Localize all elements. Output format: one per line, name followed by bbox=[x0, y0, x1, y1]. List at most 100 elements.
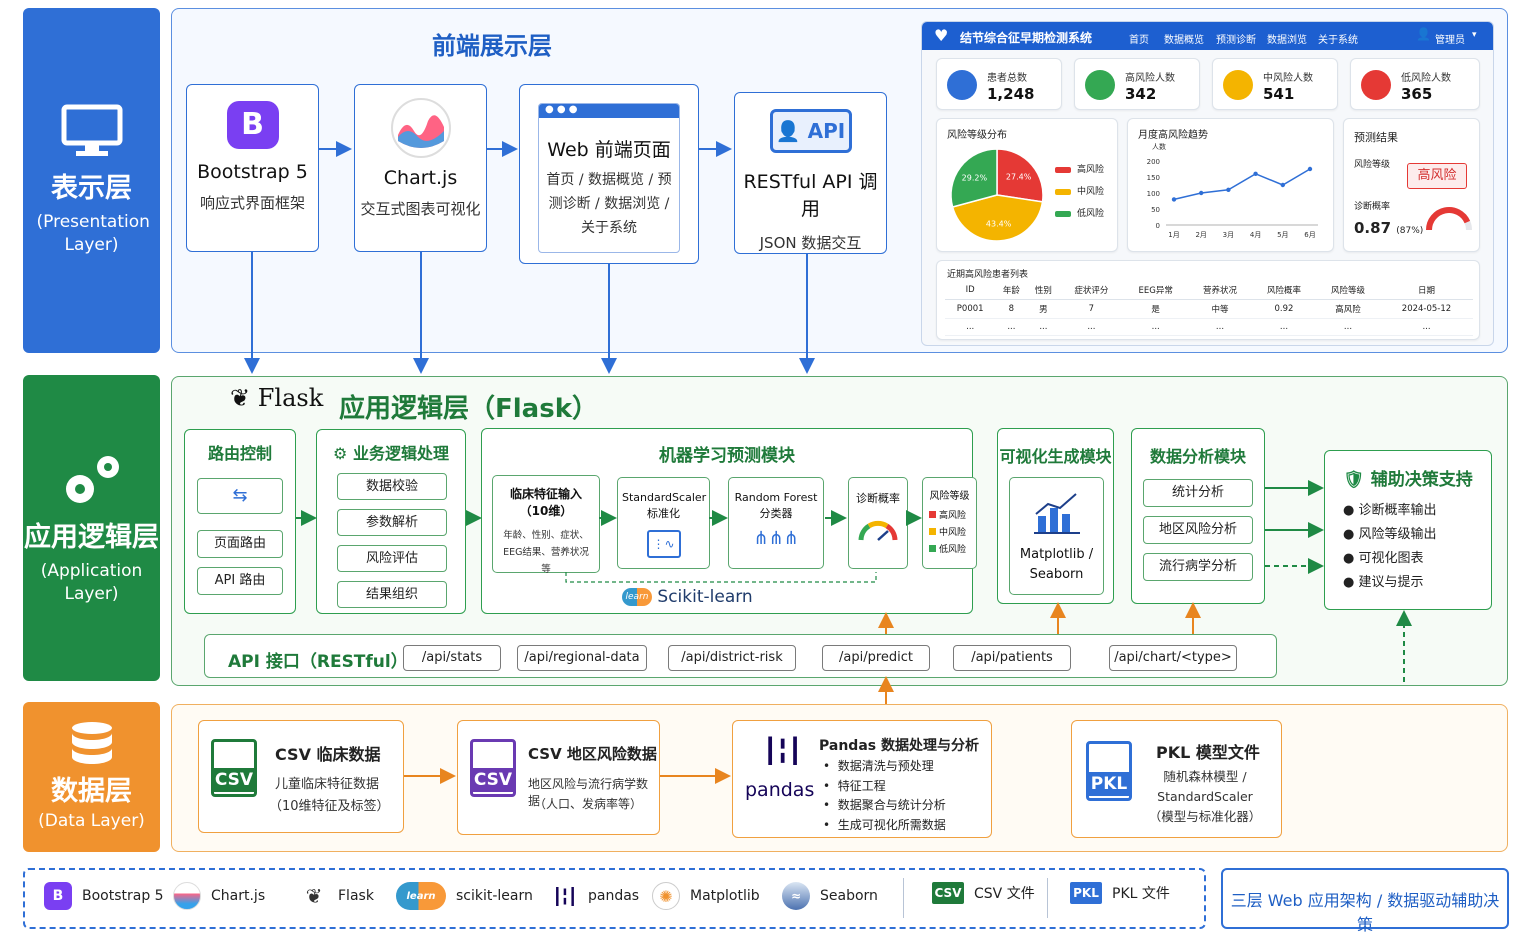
pie-chart: 27.4%43.4%29.2% bbox=[950, 148, 1044, 242]
table-header-cell: 风险等级 bbox=[1315, 281, 1380, 300]
nav-overview[interactable]: 数据概览 bbox=[1164, 35, 1204, 46]
api-endpoint-district: /api/district-risk bbox=[668, 645, 796, 671]
pandas-icon: ┃╏┃ bbox=[550, 882, 578, 910]
pandas-item: • 生成可视化所需数据 bbox=[823, 817, 946, 832]
tech-label: CSV 文件 bbox=[974, 886, 1035, 902]
stat-card-low: 低风险人数 365 bbox=[1350, 58, 1480, 110]
pie-slice-label: 29.2% bbox=[962, 174, 988, 183]
table-cell: ... bbox=[1187, 318, 1252, 336]
legend-label: 低风险 bbox=[1077, 209, 1105, 219]
flask-logo-text: Flask bbox=[257, 384, 324, 412]
csv-icon: CSV bbox=[932, 882, 964, 904]
ml-input-box: 临床特征输入（10维） 年龄、性别、症状、EEG结果、营养状况等 bbox=[492, 475, 600, 575]
table-cell: 8 bbox=[995, 299, 1028, 319]
decision-item-text: 风险等级输出 bbox=[1358, 527, 1437, 542]
tech-label: Seaborn bbox=[820, 888, 878, 904]
legend-item: 高风险 bbox=[1055, 159, 1104, 181]
routing-title: 路由控制 bbox=[207, 444, 272, 463]
gauge-icon bbox=[1426, 207, 1472, 231]
flask-logo: ❦ Flask bbox=[230, 384, 323, 412]
prob-number: 0.87 bbox=[1354, 219, 1392, 237]
table-header-cell: 性别 bbox=[1027, 281, 1060, 300]
pkl-sub3: （模型与标准化器） bbox=[1148, 809, 1262, 824]
x-tick-label: 2月 bbox=[1195, 231, 1206, 239]
risk-low-label: 低风险 bbox=[939, 545, 967, 555]
series-line bbox=[1173, 168, 1311, 201]
patients-icon bbox=[947, 70, 977, 100]
decision-title-text: 辅助决策支持 bbox=[1370, 470, 1473, 490]
prob-label: 诊断概率 bbox=[1354, 202, 1391, 212]
table-cell: 男 bbox=[1027, 299, 1060, 319]
application-layer-subtitle: (Application Layer) bbox=[40, 560, 143, 604]
web-frontend-title: Web 前端页面 bbox=[547, 139, 671, 161]
result-title: 预测结果 bbox=[1354, 131, 1398, 144]
dashboard-app-title: 结节综合征早期检测系统 bbox=[960, 31, 1093, 45]
dashboard-mockup: ♥ 结节综合征早期检测系统 首页 数据概览 预测诊断 数据浏览 关于系统 👤 管… bbox=[921, 21, 1494, 346]
x-tick-label: 4月 bbox=[1250, 231, 1261, 239]
nav-predict[interactable]: 预测诊断 bbox=[1216, 35, 1256, 46]
decision-item: ● 诊断概率输出 bbox=[1343, 503, 1437, 518]
presentation-layer-title: 表示层 bbox=[51, 173, 132, 204]
prob-value: 0.87 (87%) bbox=[1354, 219, 1423, 237]
risk-level-box: 风险等级 高风险 中风险 低风险 bbox=[922, 477, 977, 569]
decision-title: 🛡 辅助决策支持 bbox=[1325, 465, 1491, 490]
prob-percent: (87%) bbox=[1396, 226, 1424, 236]
table-header-cell: ID bbox=[945, 281, 996, 300]
table-cell: 高风险 bbox=[1315, 299, 1380, 319]
analysis-item: 流行病学分析 bbox=[1143, 553, 1253, 581]
decision-item-text: 可视化图表 bbox=[1358, 551, 1424, 566]
random-forest-box: Random Forest 分类器 ⋔⋔⋔ bbox=[728, 477, 824, 569]
viz-sub: Matplotlib / Seaborn bbox=[1019, 547, 1094, 582]
ml-input-sub: 年龄、性别、症状、EEG结果、营养状况等 bbox=[503, 530, 589, 575]
pie-slice-label: 43.4% bbox=[986, 219, 1012, 228]
stat-value: 342 bbox=[1125, 85, 1157, 103]
stat-label: 低风险人数 bbox=[1401, 73, 1451, 84]
risk-level-label: 风险等级 bbox=[929, 491, 970, 502]
random-forest-label: Random Forest 分类器 bbox=[734, 491, 818, 520]
stat-label: 患者总数 bbox=[987, 73, 1027, 84]
tech-divider bbox=[903, 878, 904, 918]
ml-module-box: 机器学习预测模块 临床特征输入（10维） 年龄、性别、症状、EEG结果、营养状况… bbox=[481, 428, 977, 614]
table-row[interactable]: ........................... bbox=[945, 318, 1473, 336]
pie-slice bbox=[950, 148, 998, 208]
scaler-label: StandardScaler 标准化 bbox=[622, 491, 707, 520]
table-cell: ... bbox=[945, 318, 996, 336]
stat-card-total: 患者总数 1,248 bbox=[936, 58, 1062, 110]
chevron-down-icon: ▾ bbox=[1472, 30, 1477, 40]
pkl-sub: 随机森林模型 / StandardScaler （模型与标准化器） bbox=[1142, 767, 1268, 827]
tech-label: Chart.js bbox=[211, 888, 266, 904]
table-cell: ... bbox=[1027, 318, 1060, 336]
legend-item: 低风险 bbox=[1055, 203, 1104, 225]
nav-browse[interactable]: 数据浏览 bbox=[1267, 35, 1307, 46]
y-tick-label: 150 bbox=[1147, 174, 1160, 182]
business-title-text: 业务逻辑处理 bbox=[352, 444, 449, 463]
stat-card-high: 高风险人数 342 bbox=[1074, 58, 1200, 110]
tech-label: PKL 文件 bbox=[1112, 886, 1170, 902]
table-cell: ... bbox=[1251, 318, 1316, 336]
csv-clinical-sub2: （10维特征及标签） bbox=[269, 799, 390, 814]
presentation-layer-subtitle: (Presentation Layer) bbox=[36, 212, 150, 255]
risk-level-label: 风险等级 bbox=[1354, 160, 1391, 170]
csv-regional-title: CSV 地区风险数据 bbox=[528, 745, 657, 763]
pandas-list: • 数据清洗与预处理 • 特征工程 • 数据聚合与统计分析 • 生成可视化所需数… bbox=[823, 757, 946, 835]
x-tick-label: 1月 bbox=[1168, 231, 1179, 239]
nav-home[interactable]: 首页 bbox=[1129, 35, 1149, 46]
caption-box: 三层 Web 应用架构 / 数据驱动辅助决策 bbox=[1221, 868, 1509, 934]
table-header-cell: 年龄 bbox=[995, 281, 1028, 300]
sklearn-text: Scikit-learn bbox=[657, 587, 753, 607]
y-tick-label: 50 bbox=[1151, 206, 1160, 214]
pkl-icon: PKL bbox=[1070, 882, 1102, 904]
data-point bbox=[1307, 166, 1313, 172]
pkl-badge: PKL bbox=[1086, 772, 1132, 796]
risk-high: 高风险 bbox=[929, 508, 976, 525]
user-menu[interactable]: 管理员 bbox=[1435, 35, 1465, 46]
y-tick-label: 100 bbox=[1147, 190, 1160, 198]
nav-about[interactable]: 关于系统 bbox=[1318, 35, 1358, 46]
pandas-item-text: 生成可视化所需数据 bbox=[837, 817, 946, 832]
probability-box: 诊断概率 bbox=[848, 477, 908, 569]
gear-icon: ⚙ bbox=[333, 444, 348, 463]
data-point bbox=[1226, 187, 1231, 192]
pandas-item-text: 数据聚合与统计分析 bbox=[837, 798, 946, 812]
application-heading: 应用逻辑层（Flask） bbox=[339, 394, 598, 424]
